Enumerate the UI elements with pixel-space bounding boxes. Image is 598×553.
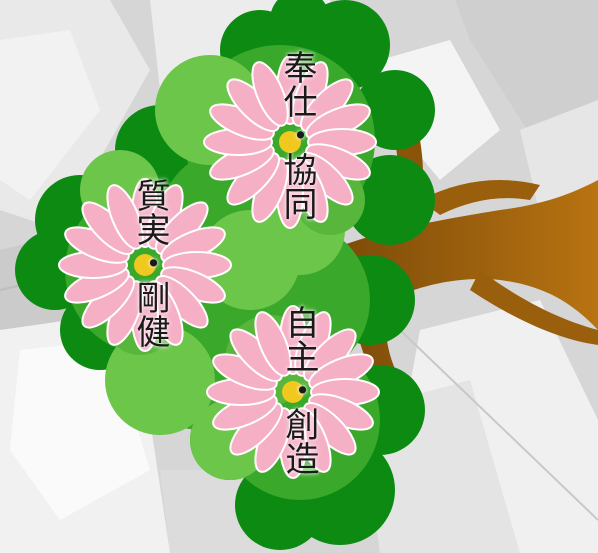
flower-center xyxy=(279,131,301,153)
motto-service-cooperation: 奉仕・協同 xyxy=(277,50,317,220)
flower-center xyxy=(282,381,304,403)
motto-autonomy-creativity: 自主・創造 xyxy=(279,305,319,475)
petal xyxy=(106,184,144,250)
flower-top-right xyxy=(203,55,377,229)
petal xyxy=(251,61,289,127)
petal xyxy=(254,311,292,377)
flower-bottom xyxy=(206,305,380,479)
flower-center xyxy=(134,254,156,276)
flower-left xyxy=(58,178,232,352)
motto-fortitude: 質実・剛健 xyxy=(130,178,170,348)
